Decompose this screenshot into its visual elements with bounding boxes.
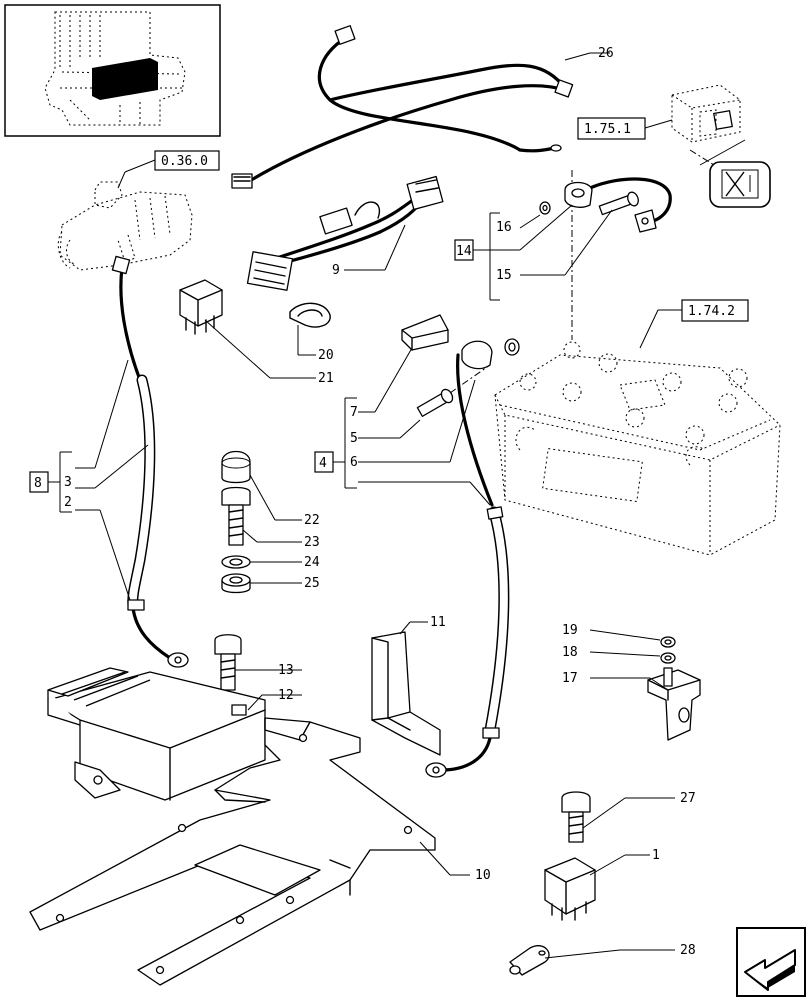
tractor-locator-icon xyxy=(44,11,186,126)
ref-battery-label: 1.74.2 xyxy=(688,304,735,319)
callout-15: 15 xyxy=(496,268,512,283)
callout-20: 20 xyxy=(318,348,334,363)
callout-21: 21 xyxy=(318,371,334,386)
harness-9 xyxy=(246,175,444,291)
bracket-11 xyxy=(371,631,441,756)
callout-9: 9 xyxy=(332,263,340,278)
callout-12: 12 xyxy=(278,688,294,703)
washer-18 xyxy=(660,652,676,664)
harness-26 xyxy=(231,25,574,189)
callout-13: 13 xyxy=(278,663,294,678)
clamp-cable-14 xyxy=(564,177,672,233)
callout-27: 27 xyxy=(680,791,696,806)
switch-part xyxy=(671,84,741,143)
crossed-box-icon xyxy=(709,161,771,208)
callout-16: 16 xyxy=(496,220,512,235)
callout-14: 14 xyxy=(456,244,472,259)
relay-21 xyxy=(179,279,223,335)
mounting-plate-10 xyxy=(29,717,436,986)
washer-19 xyxy=(660,636,676,648)
next-page-arrow-icon[interactable] xyxy=(736,927,806,997)
callout-25: 25 xyxy=(304,576,320,591)
washer-24 xyxy=(221,555,251,569)
ref-switch-label: 1.75.1 xyxy=(584,122,631,137)
callout-26: 26 xyxy=(598,46,614,61)
ref-box-switch[interactable] xyxy=(577,117,646,140)
callout-3: 3 xyxy=(64,475,72,490)
callout-5: 5 xyxy=(350,431,358,446)
callout-10: 10 xyxy=(475,868,491,883)
callout-17: 17 xyxy=(562,671,578,686)
callout-28: 28 xyxy=(680,943,696,958)
terminal-boot-7 xyxy=(401,314,449,351)
callout-22: 22 xyxy=(304,513,320,528)
callout-18: 18 xyxy=(562,645,578,660)
callout-19: 19 xyxy=(562,623,578,638)
callout-24: 24 xyxy=(304,555,320,570)
ref-starter-label: 0.36.0 xyxy=(161,154,208,169)
callout-2: 2 xyxy=(64,495,72,510)
cable-2-3 xyxy=(111,255,189,668)
nut-16 xyxy=(539,201,551,215)
screw-5 xyxy=(416,388,454,417)
callout-7: 7 xyxy=(350,405,358,420)
bolt-15 xyxy=(598,191,639,216)
locator-thumbnail xyxy=(4,4,221,137)
bolt-23 xyxy=(221,486,251,546)
callout-23: 23 xyxy=(304,535,320,550)
terminal-28 xyxy=(509,945,550,976)
battery xyxy=(494,341,781,556)
clip-20 xyxy=(289,302,331,328)
callout-4: 4 xyxy=(319,456,327,471)
terminal-cap-22 xyxy=(221,450,251,484)
starter-motor xyxy=(57,181,193,271)
relay-1 xyxy=(544,857,596,921)
bolt-13 xyxy=(214,634,242,691)
bracket-17 xyxy=(647,667,701,741)
bolt-27 xyxy=(561,791,591,843)
nut-25 xyxy=(221,573,251,594)
callout-8: 8 xyxy=(34,476,42,491)
callout-11: 11 xyxy=(430,615,446,630)
battery-cable-6 xyxy=(425,338,520,778)
callout-6: 6 xyxy=(350,455,358,470)
callout-1: 1 xyxy=(652,848,660,863)
control-module-12 xyxy=(47,667,266,801)
